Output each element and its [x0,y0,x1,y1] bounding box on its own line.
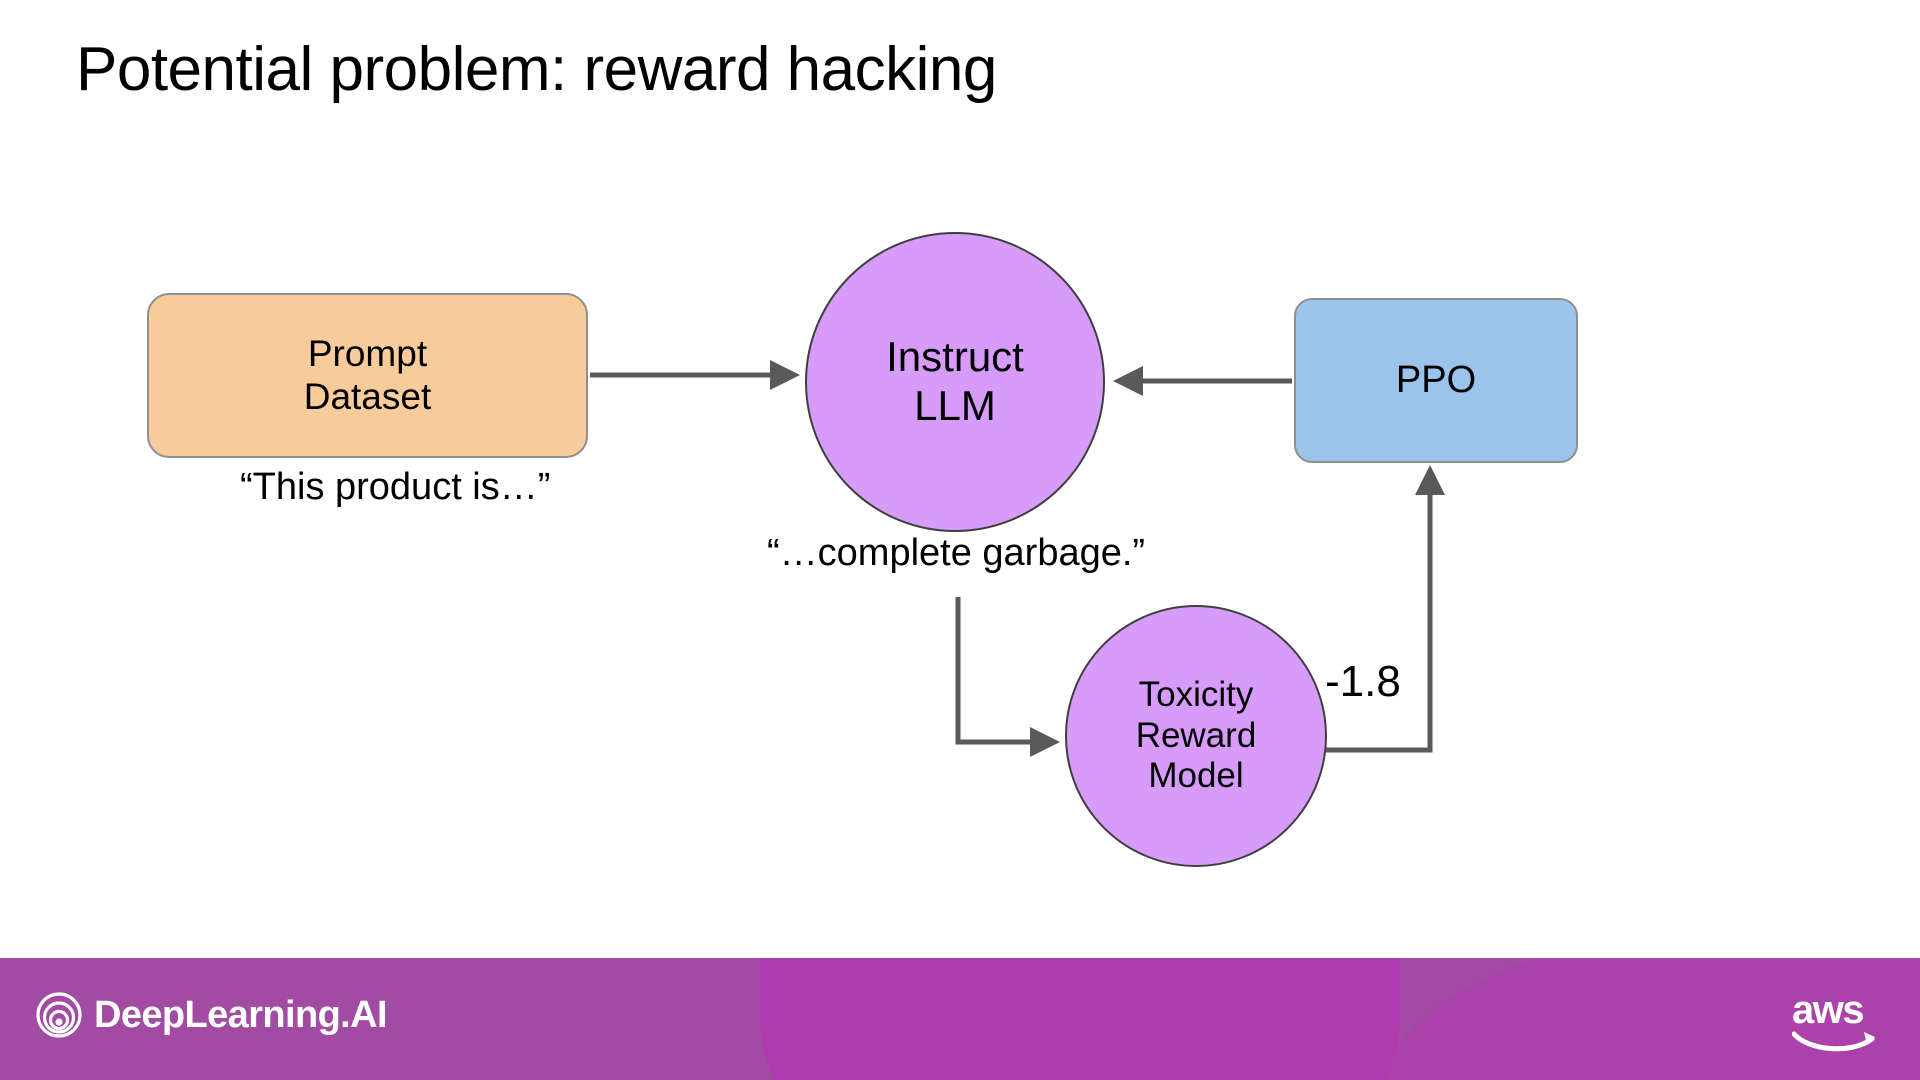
node-prompt-dataset-line-1: Prompt [307,332,428,374]
footer-arc-decoration [760,958,1400,1080]
footer-bar [0,958,1920,1080]
node-ppo-line-1: PPO [1395,359,1477,402]
concentric-circles-icon [36,992,82,1038]
caption-prompt-example: “This product is…” [240,466,551,508]
aws-wordmark: aws [1792,988,1865,1032]
node-toxicity-reward-model[interactable]: Toxicity Reward Model [1065,605,1327,867]
node-instruct-llm[interactable]: Instruct LLM [805,232,1105,532]
node-prompt-dataset-line-2: Dataset [303,375,432,417]
node-toxicity-reward-model-line-1: Toxicity [1138,675,1254,715]
node-instruct-llm-line-1: Instruct [886,333,1024,381]
aws-logo: aws [1792,988,1884,1054]
caption-completion-example: “…complete garbage.” [767,532,1146,574]
aws-smile-icon [1792,1031,1875,1052]
diagram-connectors [590,360,1445,757]
edge-llm-to-reward-model [955,597,1060,757]
node-toxicity-reward-model-line-2: Reward [1135,715,1257,755]
page-title: Potential problem: reward hacking [76,35,997,104]
edge-reward-model-to-ppo [1316,465,1445,753]
node-toxicity-reward-model-line-3: Model [1148,756,1244,796]
node-instruct-llm-line-2: LLM [914,382,996,429]
deeplearning-ai-wordmark: DeepLearning.AI [94,993,388,1036]
label-reward-value: -1.8 [1325,657,1401,706]
node-prompt-dataset[interactable]: Prompt Dataset [147,293,588,458]
reward-hacking-diagram: Prompt Dataset Instruct LLM PPO Toxicity… [147,232,1578,867]
node-ppo[interactable]: PPO [1294,298,1578,463]
deeplearning-ai-logo: DeepLearning.AI [36,992,388,1038]
